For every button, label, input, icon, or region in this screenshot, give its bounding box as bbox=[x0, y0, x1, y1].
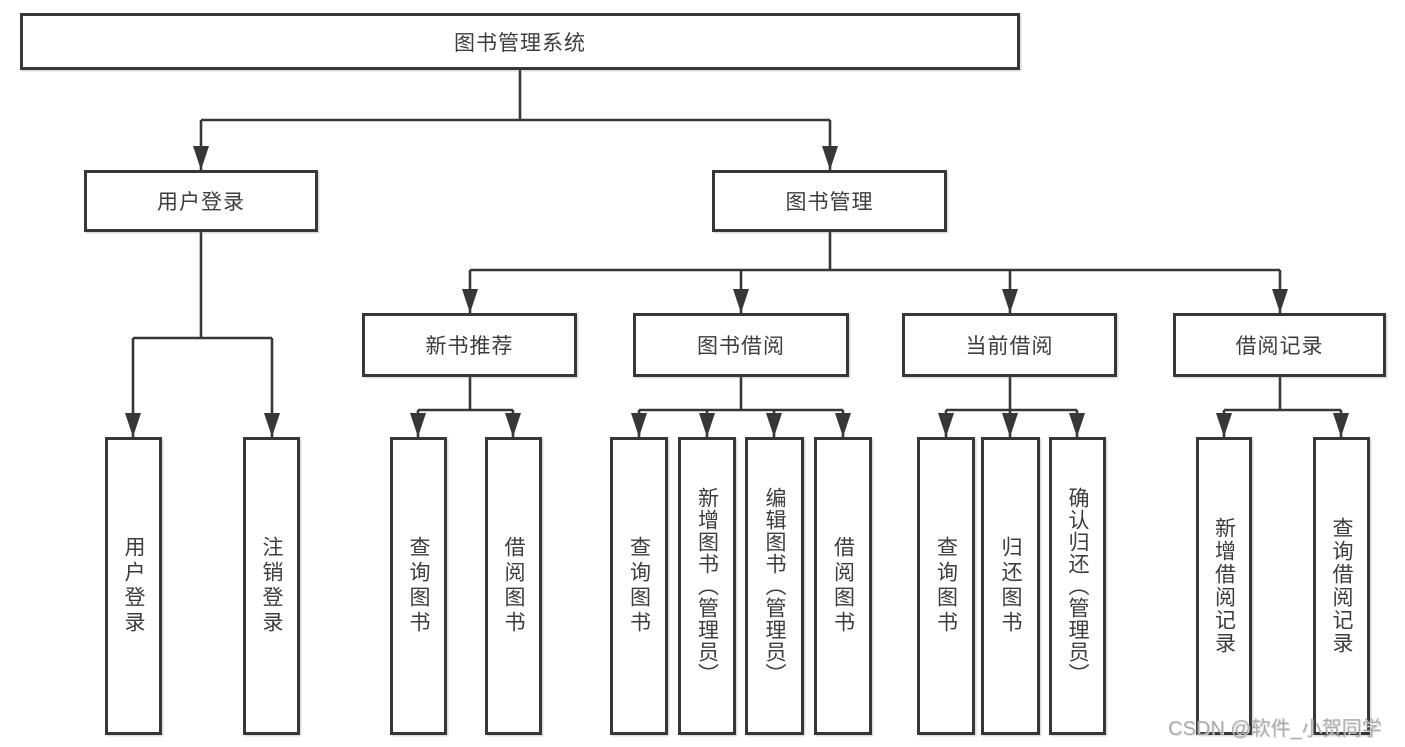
leaf-return-book: 归还图书 bbox=[981, 437, 1040, 735]
connector-newbook-trunk bbox=[418, 377, 513, 412]
leaf-user-login: 用户登录 bbox=[105, 437, 162, 735]
leaf-edit-book-admin-label: 编辑图书（管理员） bbox=[763, 487, 786, 685]
node-borrowing-records: 借阅记录 bbox=[1173, 313, 1386, 377]
leaf-query-books-current-label: 查询图书 bbox=[934, 536, 958, 636]
leaf-add-book-admin-label: 新增图书（管理员） bbox=[695, 487, 719, 685]
leaf-add-borrow-record-label: 新增借阅记录 bbox=[1212, 517, 1236, 655]
leaf-query-books-borrowing: 查询图书 bbox=[610, 437, 668, 735]
leaf-edit-book-admin: 编辑图书（管理员） bbox=[745, 437, 804, 735]
connector-currentborrow-trunk bbox=[946, 377, 1077, 412]
leaf-query-books-borrowing-label: 查询图书 bbox=[627, 536, 651, 636]
connector-userlogin-trunk bbox=[133, 232, 272, 340]
connector-bookborrow-trunk bbox=[639, 377, 843, 412]
connector-records-trunk bbox=[1224, 377, 1341, 412]
node-user-login: 用户登录 bbox=[84, 170, 318, 232]
leaf-confirm-return-admin: 确认归还（管理员） bbox=[1049, 437, 1106, 735]
leaf-query-borrow-record-label: 查询借阅记录 bbox=[1330, 517, 1353, 655]
leaf-logout-label: 注销登录 bbox=[260, 536, 283, 636]
node-current-borrowing: 当前借阅 bbox=[902, 313, 1117, 377]
leaf-borrow-books-recommend-label: 借阅图书 bbox=[502, 536, 525, 636]
node-new-book-recommend: 新书推荐 bbox=[362, 313, 577, 377]
connector-bookmgmt-trunk bbox=[470, 232, 1280, 272]
node-book-borrowing: 图书借阅 bbox=[633, 313, 849, 377]
leaf-add-book-admin: 新增图书（管理员） bbox=[678, 437, 736, 735]
leaf-confirm-return-admin-label: 确认归还（管理员） bbox=[1066, 487, 1089, 685]
node-book-management: 图书管理 bbox=[712, 170, 947, 232]
leaf-borrow-books-borrowing: 借阅图书 bbox=[814, 437, 872, 735]
node-library-management-system: 图书管理系统 bbox=[20, 13, 1020, 70]
leaf-user-login-label: 用户登录 bbox=[122, 536, 145, 636]
connector-root-trunk bbox=[201, 70, 830, 122]
leaf-query-books-current: 查询图书 bbox=[917, 437, 975, 735]
leaf-query-books-recommend: 查询图书 bbox=[390, 437, 447, 735]
leaf-logout: 注销登录 bbox=[243, 437, 300, 735]
leaf-add-borrow-record: 新增借阅记录 bbox=[1196, 437, 1252, 735]
leaf-query-borrow-record: 查询借阅记录 bbox=[1313, 437, 1370, 735]
leaf-borrow-books-borrowing-label: 借阅图书 bbox=[831, 536, 855, 636]
leaf-borrow-books-recommend: 借阅图书 bbox=[485, 437, 542, 735]
leaf-query-books-recommend-label: 查询图书 bbox=[407, 536, 430, 636]
leaf-return-book-label: 归还图书 bbox=[999, 536, 1022, 636]
